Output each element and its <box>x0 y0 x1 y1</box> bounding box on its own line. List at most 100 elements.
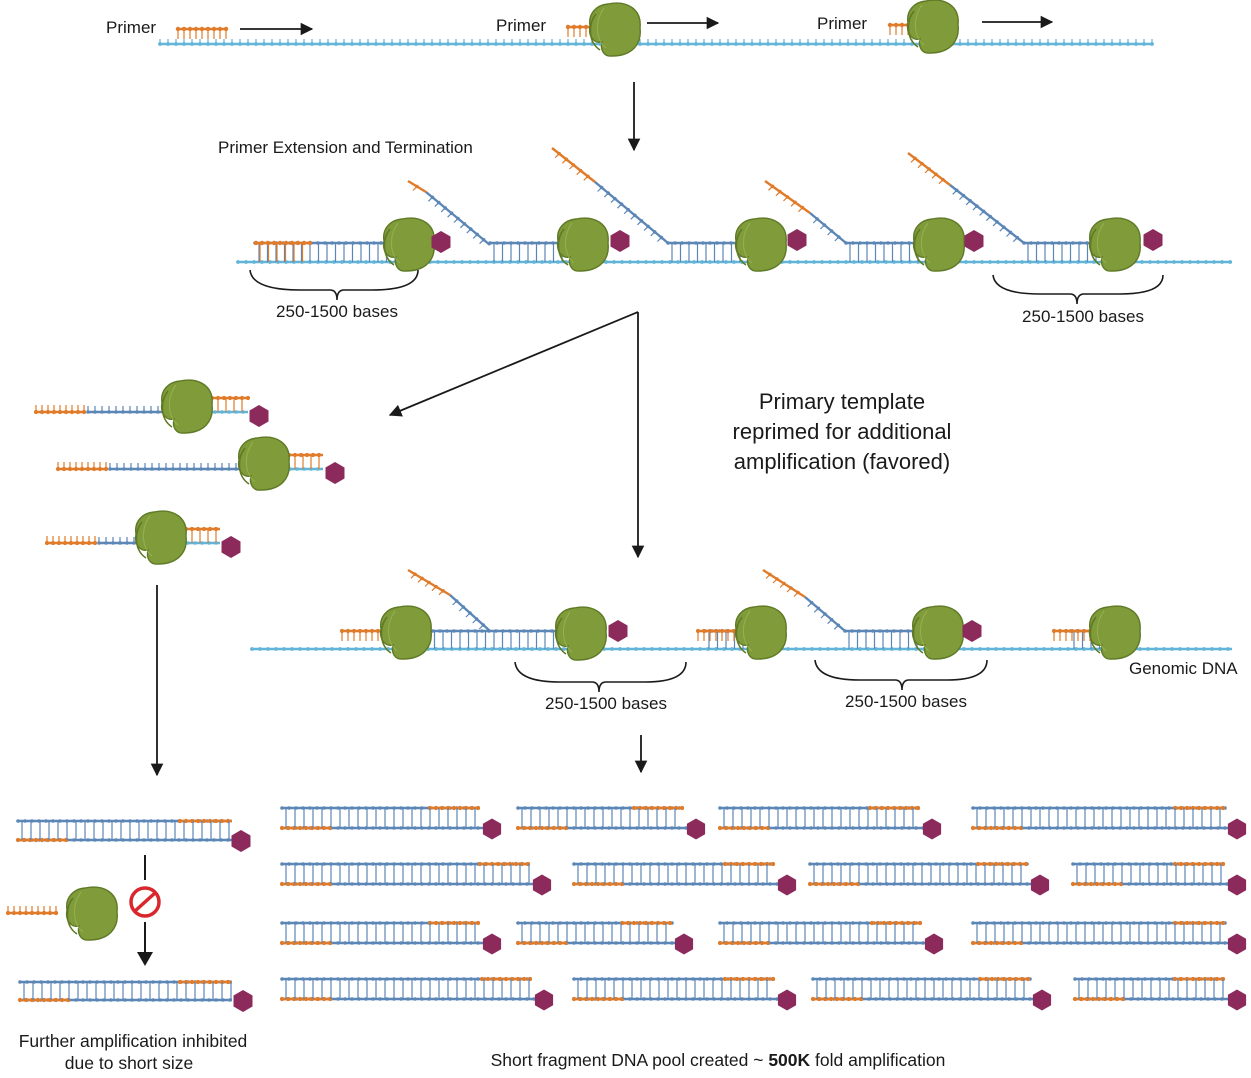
polymerase-icon <box>911 605 964 660</box>
bracket-mid-1 <box>514 661 687 693</box>
terminator-hexagon-icon <box>482 933 502 955</box>
row2-displaced-strand-1 <box>407 179 491 246</box>
pool-fragment-10 <box>515 920 676 946</box>
pool-fragment-7 <box>807 861 1032 887</box>
terminator-hexagon-icon <box>1143 229 1163 251</box>
row2-displaced-strand-4 <box>907 152 1025 244</box>
no-entry-icon <box>129 886 161 918</box>
row2-primer-start <box>253 240 313 262</box>
arrow-split-left <box>388 311 639 417</box>
bases-label-mid-2: 250-1500 bases <box>845 692 967 711</box>
terminator-hexagon-icon <box>249 405 269 427</box>
terminator-hexagon-icon <box>431 231 451 253</box>
terminator-hexagon-icon <box>482 818 502 840</box>
polymerase-icon <box>237 436 290 491</box>
released-fragment-3 <box>44 526 220 546</box>
pool-fragment-5 <box>279 861 536 887</box>
terminator-hexagon-icon <box>962 620 982 642</box>
pool-fragment-16 <box>1072 976 1231 1002</box>
pool-fragment-12 <box>970 920 1229 946</box>
terminator-hexagon-icon <box>1227 933 1247 955</box>
bases-label-left: 250-1500 bases <box>276 302 398 321</box>
pool-fragment-4 <box>970 805 1229 831</box>
pool-fragment-9 <box>279 920 484 946</box>
terminator-hexagon-icon <box>924 933 944 955</box>
inhibited-caption-line-1: Further amplification inhibited <box>19 1031 248 1051</box>
terminator-hexagon-icon <box>1227 989 1247 1011</box>
base-span-brackets <box>249 269 1164 693</box>
polymerase-icon <box>556 217 609 272</box>
pool-fragment-2 <box>515 805 688 831</box>
pool-fragment-1 <box>279 805 484 831</box>
polymerase-icon <box>160 379 213 434</box>
bracket-left <box>249 269 419 301</box>
pool-fragment-11 <box>717 920 926 946</box>
row3-displaced-strand-2 <box>762 568 846 632</box>
bases-label-mid-1: 250-1500 bases <box>545 694 667 713</box>
polymerase-icon <box>382 217 435 272</box>
bracket-mid-2 <box>814 659 988 691</box>
pool-caption: Short fragment DNA pool created ~ 500K f… <box>491 1050 946 1070</box>
pool-caption-prefix: Short fragment DNA pool created ~ <box>491 1050 769 1070</box>
short-duplex-top <box>15 818 232 843</box>
bracket-right <box>992 274 1164 305</box>
terminator-hexagon-icon <box>221 536 241 558</box>
terminator-hexagon-icon <box>1227 874 1247 896</box>
dna-strands-layer <box>5 0 1247 1012</box>
inhibited-arrow <box>129 855 161 966</box>
polymerase-icon <box>554 606 607 661</box>
step-extension-label: Primer Extension and Termination <box>218 138 473 157</box>
pool-fragment-14 <box>571 976 779 1002</box>
pool-fragment-13 <box>279 976 536 1002</box>
polymerase-icon <box>734 217 787 272</box>
terminator-hexagon-icon <box>787 229 807 251</box>
terminator-hexagon-icon <box>534 989 554 1011</box>
reprimed-line-2: reprimed for additional <box>733 419 952 444</box>
primer-label-2: Primer <box>496 16 546 35</box>
pool-fragment-15 <box>810 976 1034 1002</box>
polymerase-icon <box>734 605 787 660</box>
terminator-hexagon-icon <box>777 989 797 1011</box>
pool-fragment-6 <box>571 861 779 887</box>
terminator-hexagon-icon <box>1030 874 1050 896</box>
polymerase-icon <box>134 510 187 565</box>
terminator-hexagon-icon <box>608 620 628 642</box>
terminator-hexagon-icon <box>777 874 797 896</box>
polymerase-icon <box>1088 605 1141 660</box>
polymerase-icon <box>379 605 432 660</box>
terminator-hexagon-icon <box>233 990 253 1012</box>
polymerase-icon <box>588 2 641 57</box>
terminator-hexagon-icon <box>674 933 694 955</box>
bases-label-right: 250-1500 bases <box>1022 307 1144 326</box>
flow-arrows <box>150 15 1054 777</box>
reprimed-line-1: Primary template <box>759 389 925 414</box>
terminator-hexagon-icon <box>922 818 942 840</box>
terminator-hexagon-icon <box>1032 989 1052 1011</box>
released-fragment-2 <box>55 452 323 472</box>
pool-fragment-3 <box>717 805 925 831</box>
short-duplex-bottom <box>17 979 232 1003</box>
row1-template-dna <box>158 39 1154 46</box>
terminator-hexagon-icon <box>964 230 984 252</box>
released-fragment-1 <box>33 395 251 415</box>
row3-primer-2 <box>695 628 743 641</box>
pool-caption-suffix: fold amplification <box>810 1050 945 1070</box>
terminator-hexagon-icon <box>532 874 552 896</box>
row2-duplex-1 <box>253 241 405 262</box>
terminator-hexagon-icon <box>325 462 345 484</box>
row2-displaced-strand-3 <box>764 180 847 244</box>
row2-displaced-strand-2 <box>551 147 669 244</box>
primer-label-1: Primer <box>106 18 156 37</box>
free-primer <box>5 906 59 916</box>
terminator-hexagon-icon <box>1227 818 1247 840</box>
polymerase-icon <box>912 217 965 272</box>
terminator-hexagon-icon <box>610 230 630 252</box>
row3-displaced-strand-1 <box>407 568 491 632</box>
genomic-dna-label: Genomic DNA <box>1129 659 1238 678</box>
row2-template-dna <box>236 260 1232 264</box>
inhibited-caption-line-2: due to short size <box>65 1053 193 1073</box>
terminator-hexagon-icon <box>231 830 251 852</box>
primer-label-3: Primer <box>817 14 867 33</box>
pool-caption-bold: 500K <box>768 1050 810 1070</box>
